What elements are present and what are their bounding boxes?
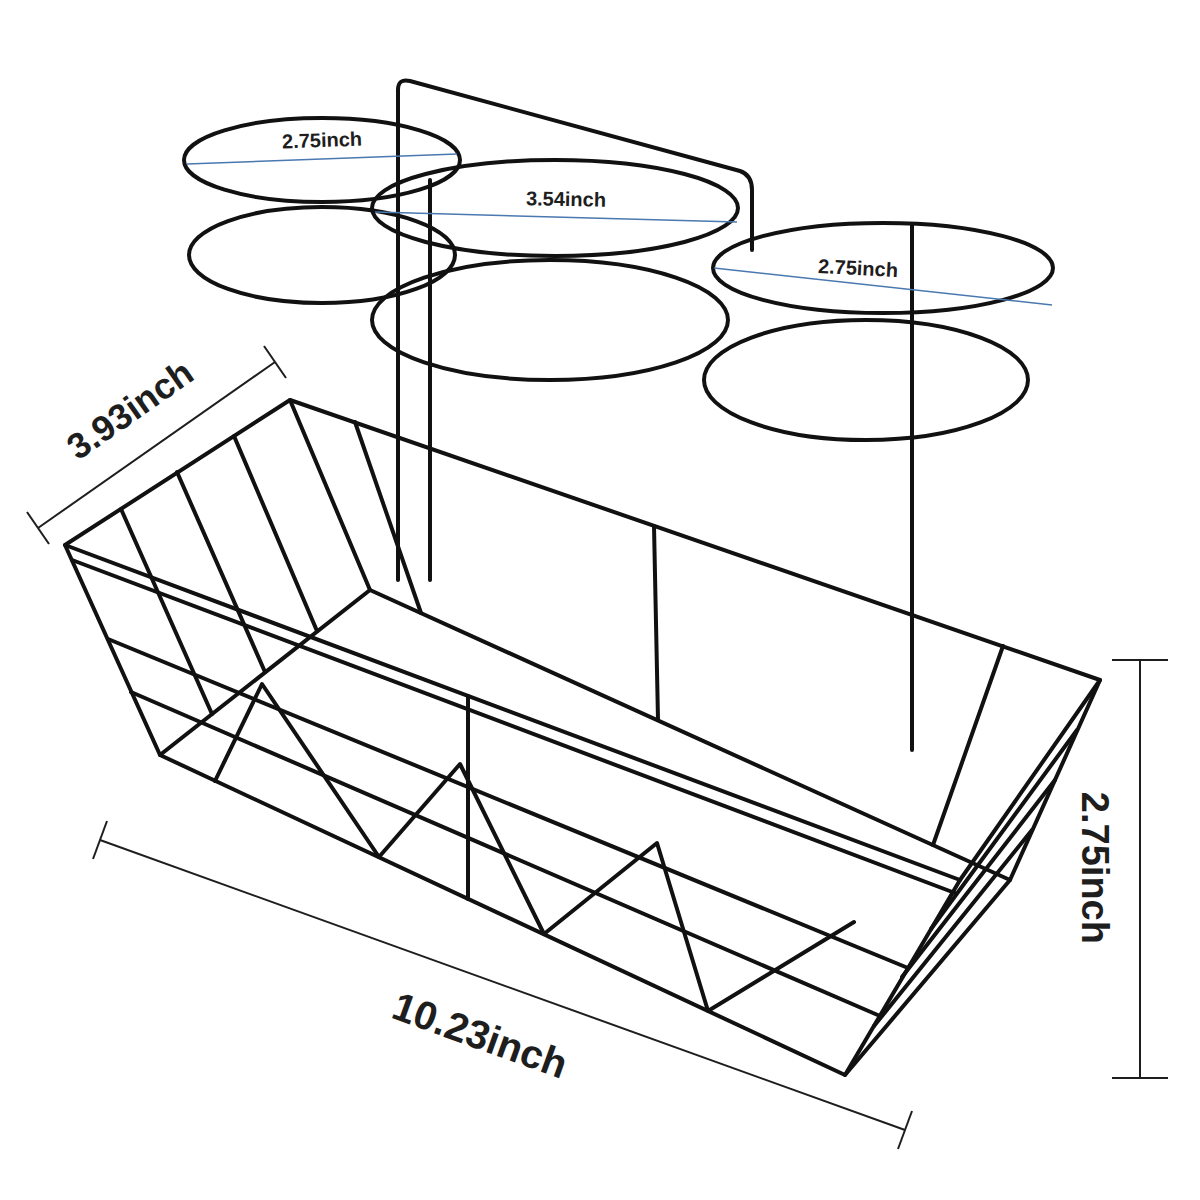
basket-wire	[466, 696, 470, 899]
basket-wire	[931, 730, 1077, 929]
basket-wire	[874, 830, 1032, 1026]
dimension-label: 2.75inch	[1073, 789, 1115, 947]
holder-ring	[372, 160, 738, 256]
holder-ring	[704, 320, 1028, 440]
basket-wire	[933, 646, 1003, 845]
dimension-tick	[898, 1111, 912, 1149]
dimension-label: 2.75inch	[814, 255, 901, 281]
dimension-label: 2.75inch	[279, 128, 366, 153]
basket-wire	[108, 639, 908, 968]
dimension-tick	[27, 512, 49, 544]
basket-rim	[65, 400, 1100, 880]
dimension-label: 3.93inch	[57, 351, 203, 470]
basket-zigzag	[215, 684, 854, 1011]
frame-wire	[428, 180, 432, 580]
diameter-line	[187, 154, 457, 164]
dimension-line	[1139, 660, 1141, 1078]
frame-wire	[398, 80, 752, 580]
basket-wire	[121, 509, 212, 714]
holder-ring	[184, 118, 460, 202]
frame-wire	[910, 225, 914, 750]
dimension-line	[100, 840, 905, 1130]
diameter-line	[375, 212, 737, 222]
basket-rim	[72, 560, 955, 893]
holder-ring	[713, 223, 1053, 313]
basket-wire	[902, 780, 1055, 977]
basket-wire	[65, 545, 960, 1075]
basket-wire	[355, 422, 421, 613]
dimension-tick	[1112, 659, 1168, 661]
dimension-label: 3.54inch	[523, 187, 609, 210]
basket-wire	[654, 526, 658, 720]
basket-wire	[177, 472, 265, 672]
holder-ring	[189, 207, 455, 303]
basket-wire	[234, 436, 317, 631]
dimension-tick	[264, 346, 286, 378]
dimension-label: 10.23inch	[384, 982, 576, 1087]
dimension-tick	[93, 821, 107, 859]
basket-wire	[845, 880, 1010, 1075]
dimension-tick	[1112, 1077, 1168, 1079]
holder-ring	[372, 260, 728, 380]
